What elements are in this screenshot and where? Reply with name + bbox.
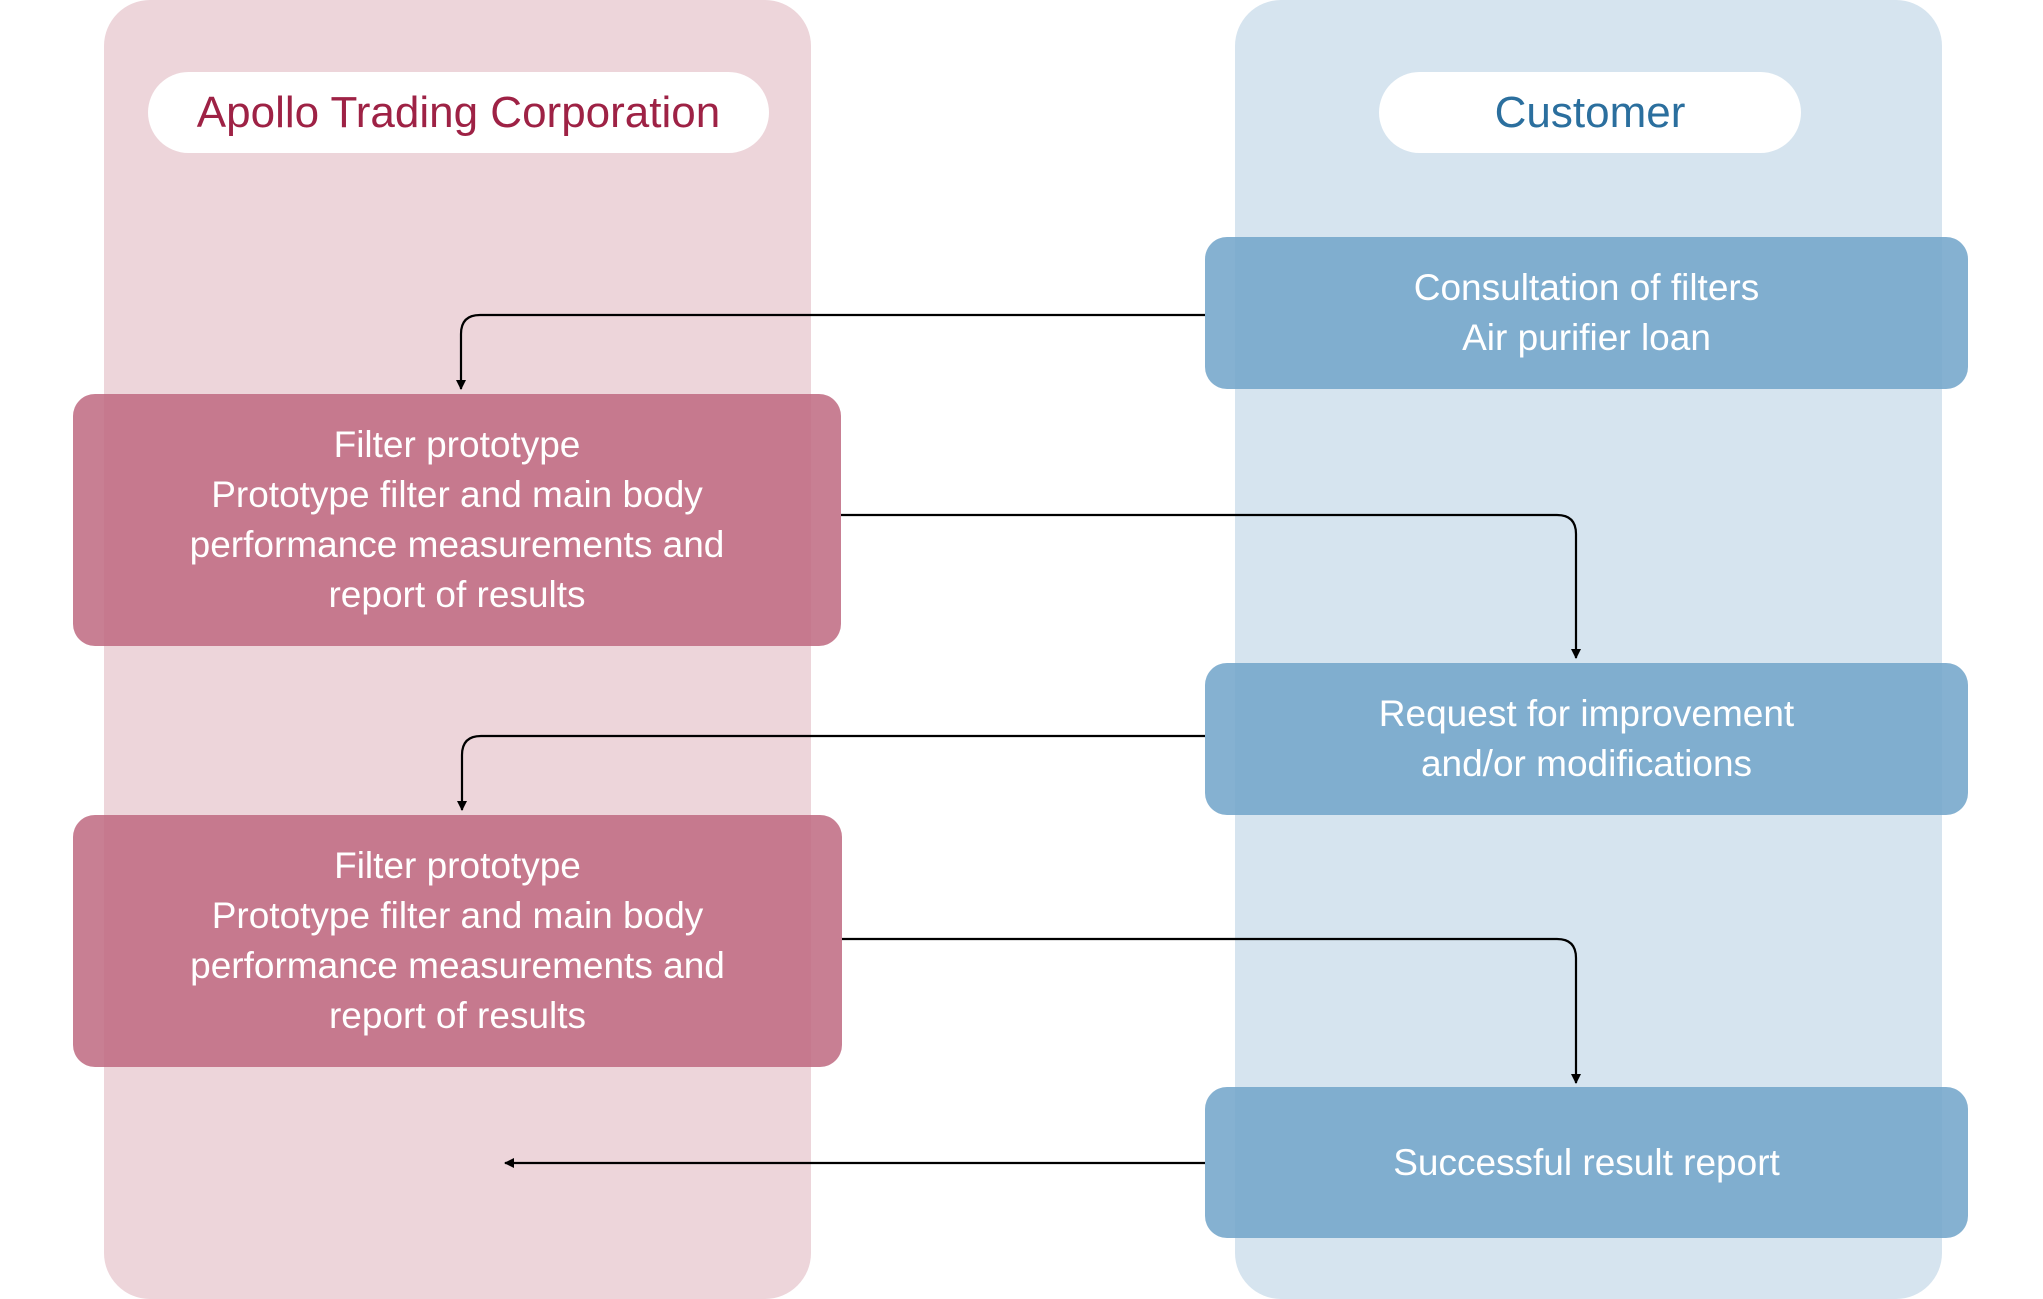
step-filter-prototype-2: Filter prototype Prototype filter and ma… [73,815,842,1067]
lane-title-apollo: Apollo Trading Corporation [148,72,769,153]
lane-apollo-trading [104,0,811,1299]
step-prototype-2-line-4: report of results [328,995,587,1036]
lane-title-customer-text: Customer [1494,87,1686,137]
arrow-consultation-to-prototype-1 [456,313,1205,390]
step-filter-prototype-1: Filter prototype Prototype filter and ma… [73,394,841,646]
arrow-prototype-2-to-success [842,937,1581,1084]
step-consultation: Consultation of filters Air purifier loa… [1205,237,1968,389]
step-consultation-line-1: Consultation of filters [1413,267,1760,308]
step-prototype-1-line-1: Filter prototype [333,424,581,465]
arrow-prototype-1-to-request [841,513,1581,659]
step-prototype-2-line-3: performance measurements and [190,945,725,986]
step-successful-result-report: Successful result report [1205,1087,1968,1238]
arrow-request-to-prototype-2 [457,734,1205,811]
step-request-improvement: Request for improvement and/or modificat… [1205,663,1968,815]
step-success-line-1: Successful result report [1393,1141,1780,1183]
step-consultation-line-2: Air purifier loan [1462,317,1711,358]
step-request-line-2: and/or modifications [1420,743,1753,784]
lane-title-apollo-text: Apollo Trading Corporation [196,87,721,137]
step-prototype-2-line-2: Prototype filter and main body [211,895,704,936]
step-prototype-1-line-2: Prototype filter and main body [211,474,703,515]
step-prototype-1-line-4: report of results [328,574,586,615]
step-prototype-1-line-3: performance measurements and [189,524,725,565]
lane-title-customer: Customer [1379,72,1801,153]
step-request-line-1: Request for improvement [1378,693,1795,734]
lane-customer [1235,0,1942,1299]
step-prototype-2-line-1: Filter prototype [334,845,581,886]
